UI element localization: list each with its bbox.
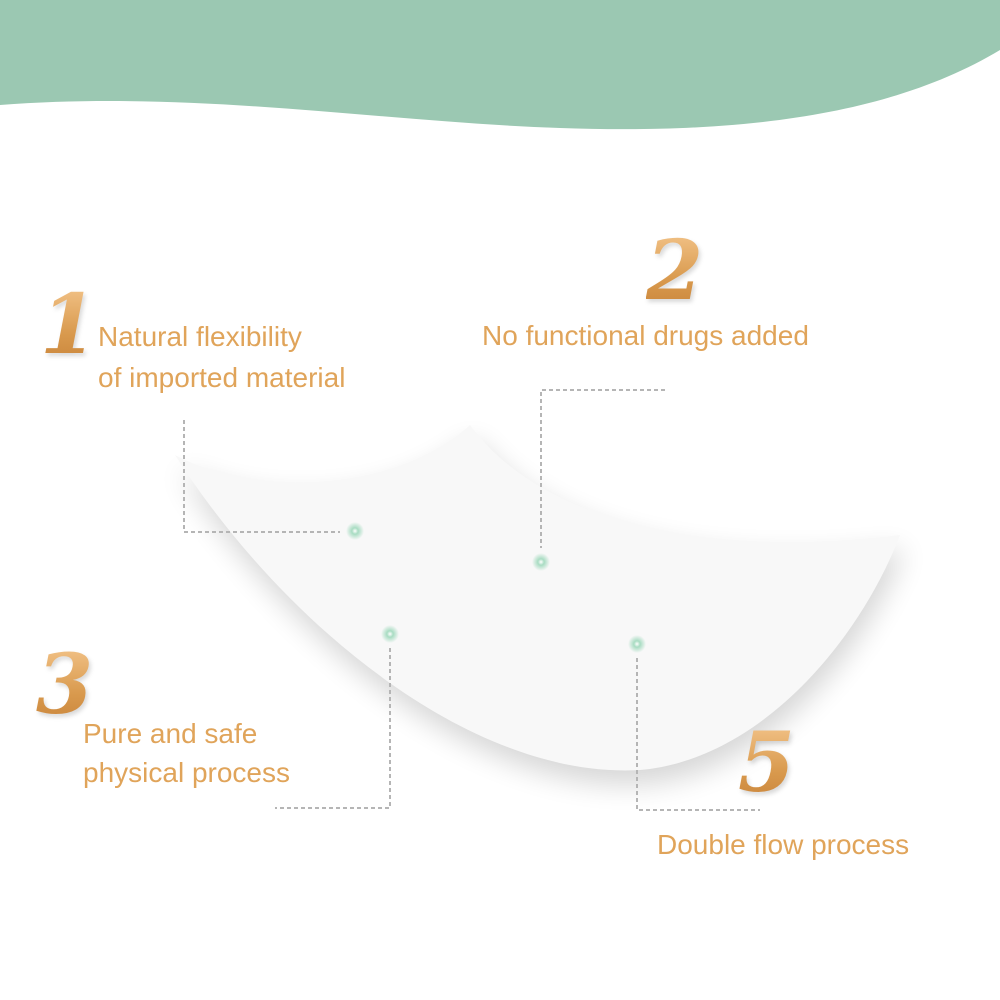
feature-1-line-2: of imported material <box>98 362 346 393</box>
marker-dot-2 <box>532 553 550 571</box>
feature-3-line-2: physical process <box>83 757 290 788</box>
green-wave <box>0 0 1000 130</box>
feature-number-5: 5 <box>738 715 796 811</box>
feature-5-line-1: Double flow process <box>657 829 910 860</box>
marker-dot-5 <box>628 635 646 653</box>
leader-line-1 <box>183 420 340 533</box>
marker-dot-3 <box>381 625 399 643</box>
pad-shape <box>175 425 900 771</box>
leader-lines <box>183 389 760 811</box>
marker-dot-1 <box>346 522 364 540</box>
feature-number-2: 2 <box>646 223 704 319</box>
feature-1-line-1: Natural flexibility <box>98 321 302 352</box>
feature-number-1: 1 <box>40 277 98 373</box>
feature-3-line-1: Pure and safe <box>83 718 258 749</box>
feature-number-3: 3 <box>36 637 94 733</box>
leader-line-5 <box>636 658 760 811</box>
feature-2-line-1: No functional drugs added <box>482 320 809 351</box>
